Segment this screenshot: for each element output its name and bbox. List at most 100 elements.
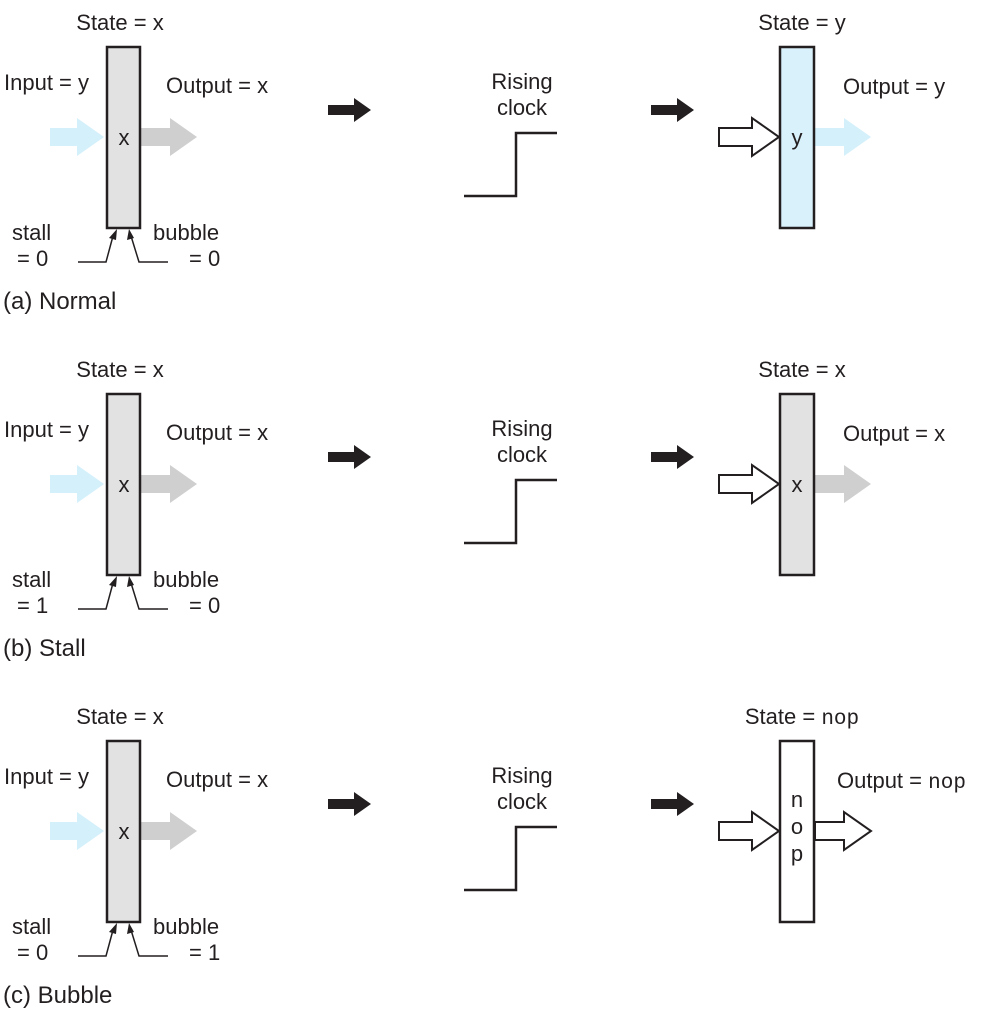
panel-caption: (a) Normal	[3, 288, 116, 315]
transition-arrow-icon	[651, 98, 694, 122]
stall-signal-line	[78, 582, 114, 610]
input-arrow-icon	[50, 465, 104, 503]
register-contents: y	[792, 125, 803, 150]
stall-signal-line	[78, 929, 114, 957]
register-contents: p	[791, 841, 803, 866]
output-arrow-icon	[141, 465, 197, 503]
bubble-arrowhead-icon	[127, 229, 134, 240]
pipeline-register	[778, 392, 816, 577]
input-arrow-icon	[718, 810, 781, 852]
stall-arrowhead-icon	[109, 923, 117, 934]
state-label: State = x	[76, 704, 163, 729]
state-value: x	[835, 357, 846, 382]
stall-arrowhead-icon	[109, 229, 117, 240]
output-value: x	[934, 421, 945, 446]
panel-bubble: State = x Input = y Output = x x stall= 0 bub…	[3, 704, 966, 1009]
bubble-signal-line	[130, 582, 168, 610]
stall-value: = 1	[17, 593, 48, 618]
state-prefix: State =	[758, 357, 834, 382]
stall-label: stall	[12, 914, 51, 939]
state-value: y	[835, 10, 846, 35]
register-contents: n	[791, 787, 803, 812]
bubble-value: = 0	[189, 246, 220, 271]
output-prefix: Output =	[843, 421, 934, 446]
pipeline-register	[105, 392, 142, 577]
input-label: Input = y	[4, 764, 89, 789]
input-arrow-icon	[50, 812, 104, 850]
stall-arrowhead-icon	[109, 576, 117, 587]
pipeline-register	[105, 45, 142, 230]
state-label: State = nop	[745, 704, 859, 731]
clock-label: Rising	[491, 416, 552, 441]
input-label: Input = y	[4, 417, 89, 442]
state-prefix: State =	[758, 10, 834, 35]
state-value: nop	[821, 708, 859, 731]
clock-label: Rising	[491, 69, 552, 94]
clock-label: clock	[497, 442, 548, 467]
output-value: nop	[928, 772, 966, 795]
clock-label: clock	[497, 95, 548, 120]
panel-caption: (c) Bubble	[3, 982, 112, 1009]
input-label: Input = y	[4, 70, 89, 95]
stall-label: stall	[12, 220, 51, 245]
stall-label: stall	[12, 567, 51, 592]
output-label: Output = x	[843, 421, 945, 446]
bubble-arrowhead-icon	[127, 576, 134, 587]
bubble-arrowhead-icon	[127, 923, 134, 934]
state-label: State = y	[758, 10, 845, 35]
stall-signal-line	[78, 235, 114, 263]
state-prefix: State =	[745, 704, 821, 729]
output-prefix: Output =	[837, 768, 928, 793]
bubble-value: = 0	[189, 593, 220, 618]
output-label: Output = x	[166, 767, 268, 792]
bubble-label: bubble	[153, 914, 219, 939]
pipeline-register	[105, 739, 142, 924]
panel-caption: (b) Stall	[3, 635, 86, 662]
output-arrow-icon	[815, 465, 871, 503]
input-arrow-icon	[50, 118, 104, 156]
register-contents: x	[119, 819, 130, 844]
output-label: Output = x	[166, 420, 268, 445]
transition-arrow-icon	[328, 98, 371, 122]
register-contents: x	[119, 472, 130, 497]
stall-value: = 0	[17, 940, 48, 965]
output-label: Output = nop	[837, 768, 966, 795]
state-label: State = x	[758, 357, 845, 382]
output-prefix: Output =	[843, 74, 934, 99]
bubble-signal-line	[130, 235, 168, 263]
register-contents: x	[792, 472, 803, 497]
stall-value: = 0	[17, 246, 48, 271]
transition-arrow-icon	[651, 792, 694, 816]
register-before: State = x Input = y Output = x x stall= 0 bub…	[4, 704, 268, 965]
rising-edge-waveform-icon	[464, 478, 557, 545]
state-label: State = x	[76, 10, 163, 35]
output-arrow-icon	[815, 118, 871, 156]
output-arrow-icon	[141, 118, 197, 156]
bubble-value: = 1	[189, 940, 220, 965]
bubble-signal-line	[130, 929, 168, 957]
output-label: Output = y	[843, 74, 945, 99]
register-before: State = x Input = y Output = x x stall= 1 bub…	[4, 357, 268, 618]
clock-label: clock	[497, 789, 548, 814]
register-contents: x	[119, 125, 130, 150]
pipeline-register	[778, 45, 816, 230]
transition-arrow-icon	[328, 445, 371, 469]
rising-edge-waveform-icon	[464, 825, 557, 892]
output-arrow-icon	[141, 812, 197, 850]
input-arrow-icon	[718, 116, 781, 158]
bubble-label: bubble	[153, 567, 219, 592]
output-label: Output = x	[166, 73, 268, 98]
clock-label: Rising	[491, 763, 552, 788]
input-arrow-icon	[718, 463, 781, 505]
state-label: State = x	[76, 357, 163, 382]
rising-edge-waveform-icon	[464, 131, 557, 198]
